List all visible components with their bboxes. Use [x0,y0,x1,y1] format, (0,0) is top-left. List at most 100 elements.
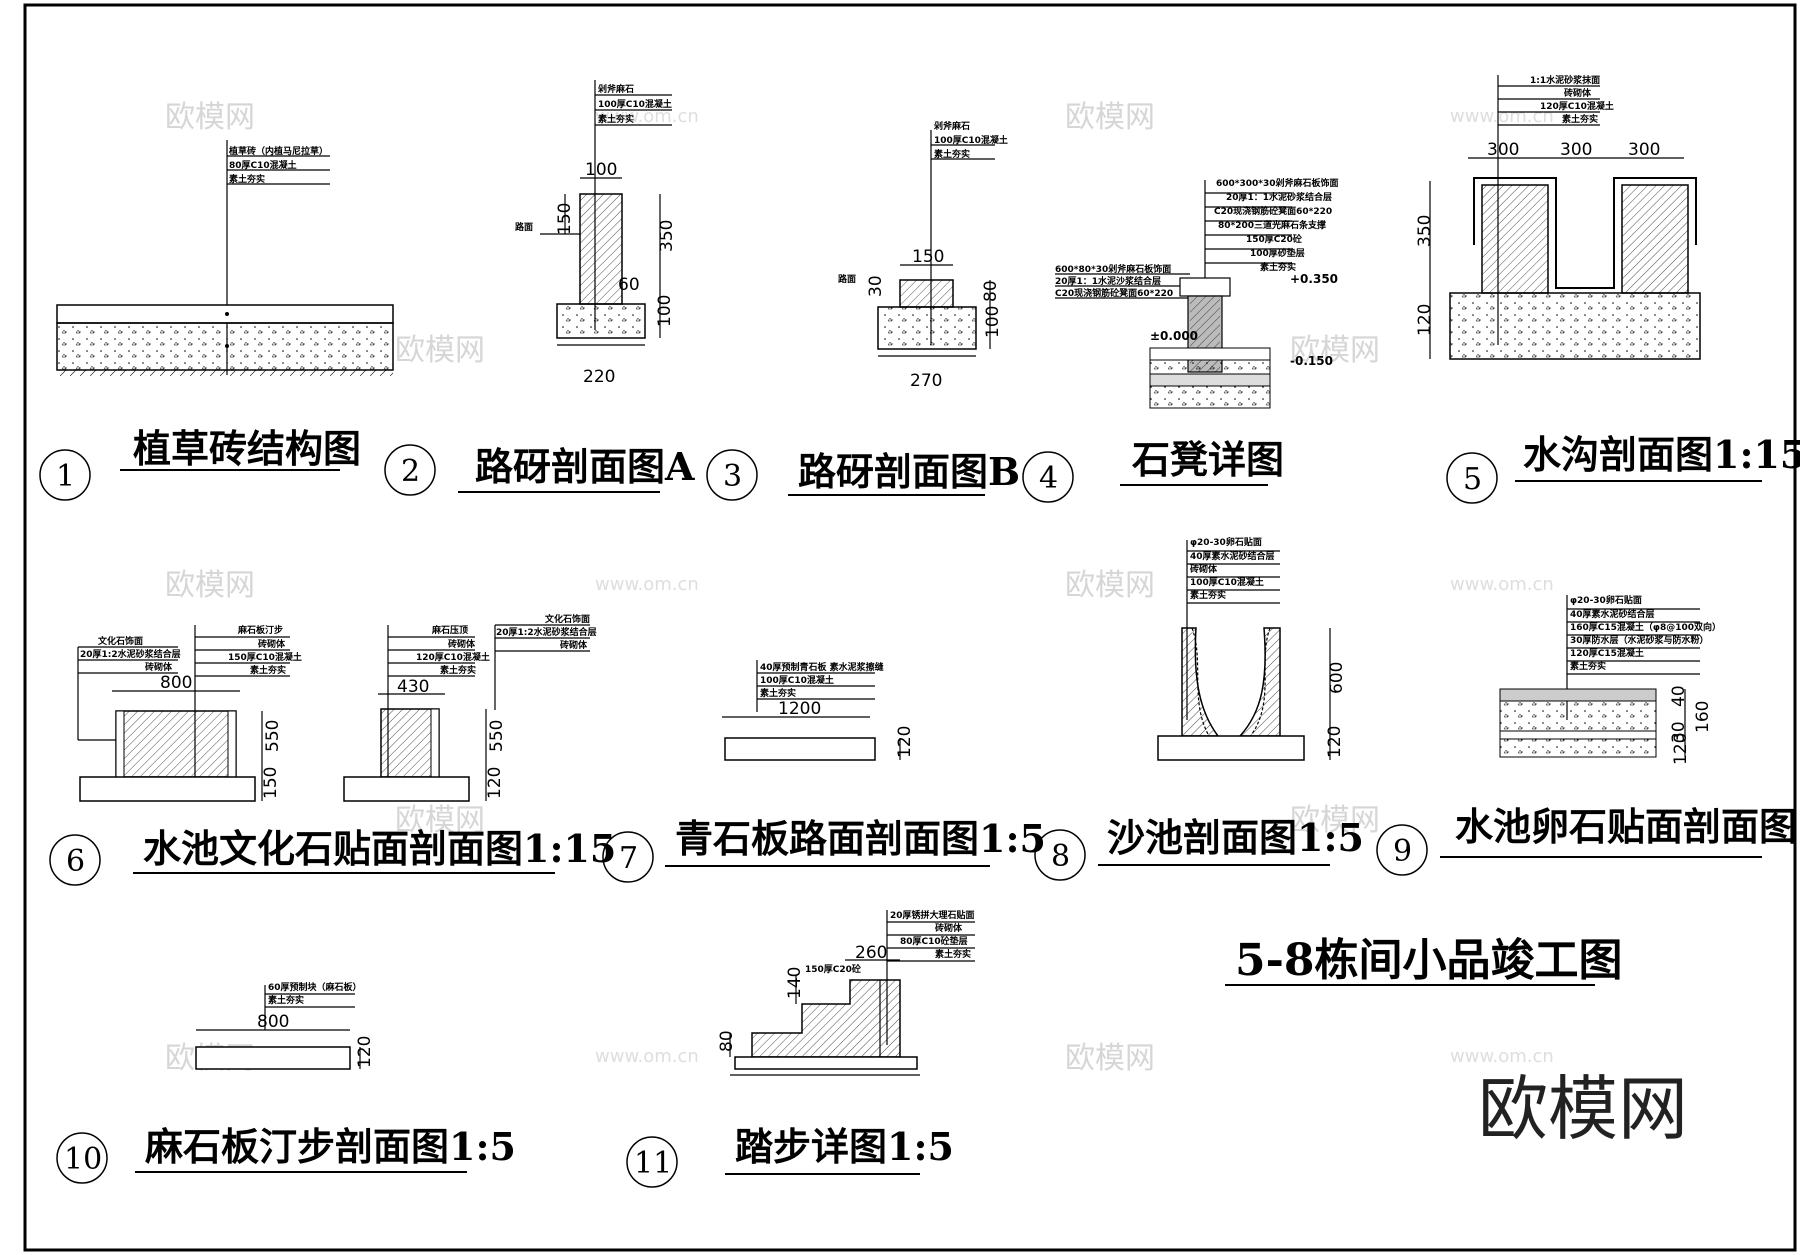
dim-label: 300 [1628,140,1660,160]
detail-title: 路砑剖面图A [475,444,695,489]
detail-number: 10 [64,1142,102,1177]
detail-number-circle [1446,452,1498,504]
detail-11: 20厚锈拼大理石贴面 砖砌体 80厚C10砼垫层 素土夯实 150厚C20砼 2… [717,909,975,1076]
dim-label: 120 [1671,733,1691,765]
watermark-url: www.om.cn [1450,574,1554,595]
detail-number-circle [602,831,654,883]
callout-label: 剁斧麻石 [597,83,634,95]
detail-4: 600*300*30剁斧麻石板饰面 20厚1：1水泥砂浆结合层 C20现浇钢筋砼… [1055,177,1339,409]
detail-number: 7 [619,841,638,876]
callout-label: C20现浇钢筋砼凳面60*220 [1055,287,1173,299]
callout-label: C20现浇钢筋砼凳面60*220 [1214,205,1332,217]
dim-label: 550 [263,720,283,752]
callout-label: 素土夯实 [1570,660,1606,672]
elevation-label: +0.350 [1290,272,1338,286]
callout-label: φ20-30卵石贴面 [1570,594,1642,606]
detail-title: 路砑剖面图B [798,449,1020,494]
callout-label: 砖砌体 [935,922,963,934]
watermark-text: 欧模网 [165,100,255,135]
side-label: 路面 [515,221,533,233]
callout-label: 素土夯实 [1260,261,1296,273]
callout-label: 剁斧麻石 [933,120,970,132]
callout-label: 20厚锈拼大理石贴面 [890,909,975,921]
detail-number-circle [56,1132,108,1184]
callout-label: 素土夯实 [935,948,971,960]
callout-label: 40厚预制青石板 素水泥浆擦缝 [760,661,884,673]
watermark-text: 欧模网 [1065,568,1155,603]
callout-label: 30厚防水层（水泥砂浆与防水粉） [1570,634,1709,646]
detail-number: 5 [1463,462,1482,497]
detail-title: 水池文化石贴面剖面图1:15 [143,826,616,871]
callout-label: 160厚C15混凝土（φ8@100双向） [1570,621,1721,633]
dim-label: 150 [261,767,281,799]
callout-label: 80厚C10混凝土 [229,159,297,171]
callout-label: 素土夯实 [760,687,796,699]
dim-label: 100 [655,295,675,327]
callout-label: 100厚C10混凝土 [760,674,834,686]
elevation-label: -0.150 [1290,354,1333,368]
dim-label: 300 [1560,140,1592,160]
dim-label: 150 [912,247,944,267]
dim-label: 30 [866,275,886,297]
detail-number-circle [1022,451,1074,503]
dim-label: 300 [1487,140,1519,160]
brand-logo: 欧模网 [1478,1068,1688,1150]
detail-2: 剁斧麻石 100厚C10混凝土 素土夯实 路面 100 150 350 60 1… [515,80,677,387]
detail-title: 水池卵石贴面剖面图 [1455,804,1797,849]
detail-number: 1 [56,459,75,494]
detail-title: 沙池剖面图1:5 [1107,815,1364,860]
dim-label: 1200 [778,699,821,719]
callout-label: 砖砌体 [1564,87,1592,99]
callout-label: 20厚1：1水泥砂浆结合层 [1226,191,1332,203]
callout-label: 砖砌体 [258,638,286,650]
detail-number: 3 [723,459,742,494]
detail-number: 8 [1051,839,1070,874]
side-label: 路面 [838,273,856,285]
detail-number: 6 [66,844,85,879]
callout-label: 素土夯实 [598,113,634,125]
callout-label: 文化石饰面 [544,613,590,625]
callout-label: 120厚C10混凝土 [416,651,490,663]
callout-label: 植草砖（内植马尼拉草） [228,145,328,157]
side-label: 150厚C20砼 [805,963,862,975]
watermark-url: www.om.cn [1450,106,1554,127]
dim-label: 120 [1325,726,1345,758]
dim-label: 550 [487,720,507,752]
detail-title: 植草砖结构图 [133,426,361,471]
dim-label: 120 [1415,304,1435,336]
detail-number-circle [1034,829,1086,881]
callout-label: 20厚1:2水泥砂浆结合层 [80,648,181,660]
dim-label: 60 [618,275,640,295]
callout-label: 120厚C10混凝土 [1540,100,1614,112]
dim-label: 600 [1327,662,1347,694]
sheet-title: 5-8栋间小品竣工图 [1235,935,1623,986]
callout-label: 麻石压顶 [431,624,468,636]
detail-6: 麻石板汀步 砖砌体 150厚C10混凝土 素土夯实 文化石饰面 20厚1:2水泥… [77,613,597,802]
dim-label: 160 [1693,701,1713,733]
callout-label: 素土夯实 [229,173,265,185]
callout-label: 100厚C10混凝土 [1190,576,1264,588]
detail-7: 40厚预制青石板 素水泥浆擦缝 100厚C10混凝土 素土夯实 1200 120 [722,660,915,761]
detail-3: 剁斧麻石 100厚C10混凝土 素土夯实 路面 150 30 80 100 27… [838,120,1008,391]
dim-label: 120 [355,1036,375,1068]
dim-label: 270 [910,371,942,391]
dim-label: 260 [855,943,887,963]
watermark-text: 欧模网 [1065,1041,1155,1076]
dim-label: 80 [717,1030,737,1052]
detail-number: 9 [1393,834,1412,869]
callout-label: 素土夯实 [440,664,476,676]
callout-label: 100厚C10混凝土 [934,134,1008,146]
watermark-text: 欧模网 [395,333,485,368]
dim-label: 120 [895,726,915,758]
detail-number-circle [706,449,758,501]
callout-label: 80厚C10砼垫层 [900,935,968,947]
callout-label: 砖砌体 [448,638,476,650]
callout-label: 20厚1：1水泥沙浆结合层 [1055,275,1161,287]
callout-label: 素土夯实 [268,994,304,1006]
elevation-label: ±0.000 [1150,329,1198,343]
callout-label: 素土夯实 [250,664,286,676]
dim-label: 800 [257,1012,289,1032]
detail-number: 2 [401,454,420,489]
dim-label: 100 [585,160,617,180]
callout-label: 素土夯实 [1190,589,1226,601]
